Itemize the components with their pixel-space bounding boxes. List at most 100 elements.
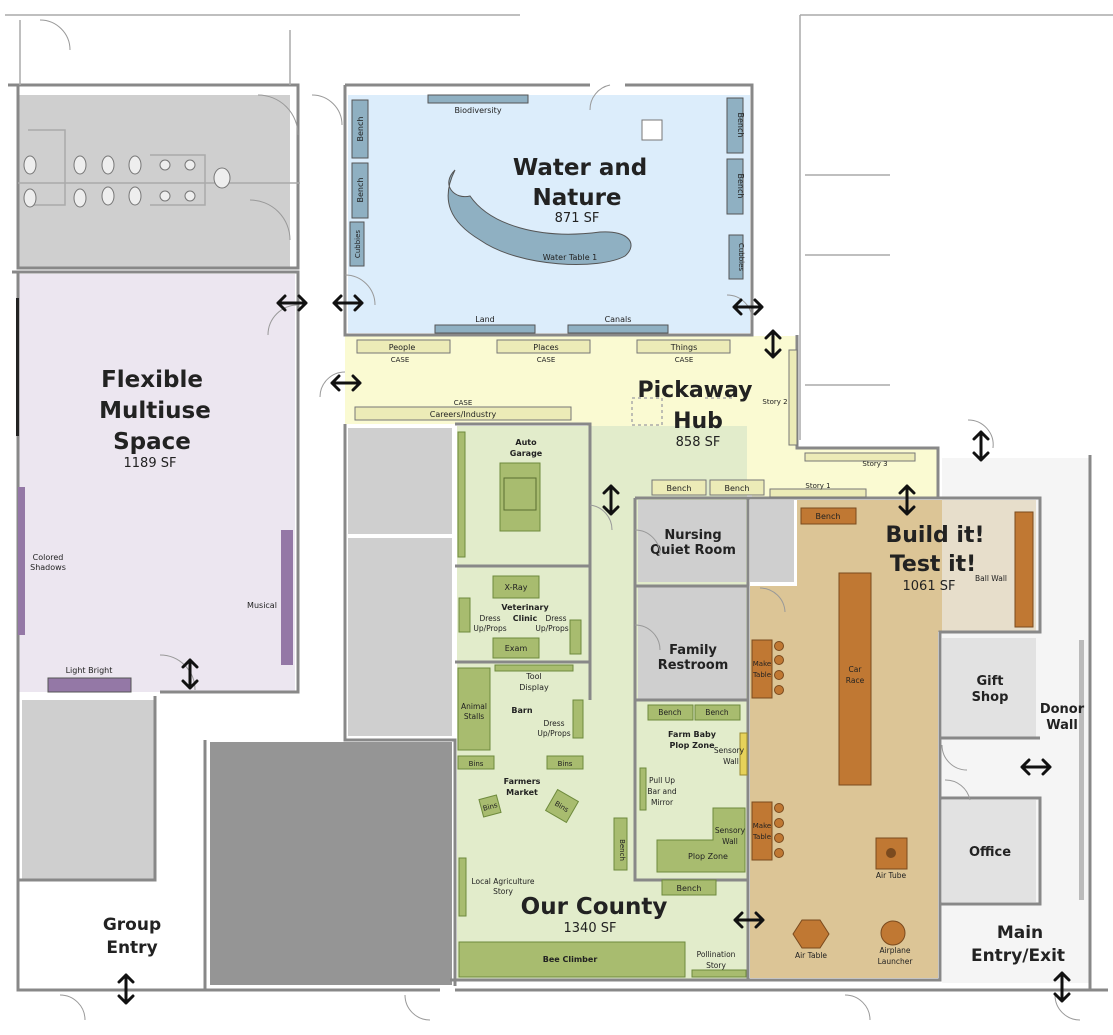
things-label: Things bbox=[670, 343, 698, 352]
tool-display-label-1: Tool bbox=[525, 672, 542, 681]
water-nature-area bbox=[348, 95, 750, 333]
colored-shadows-label-2: Shadows bbox=[30, 563, 66, 572]
dark-grey-area bbox=[210, 742, 452, 985]
careers-label: Careers/Industry bbox=[430, 410, 497, 419]
things-case-label: CASE bbox=[675, 356, 694, 364]
vet-dress-left-2: Up/Props bbox=[473, 624, 506, 633]
hub-bench-2: Bench bbox=[709, 479, 765, 496]
airplane-launcher-label-1: Airplane bbox=[879, 946, 910, 955]
light-bright-label: Light Bright bbox=[66, 666, 113, 675]
animal-stalls bbox=[457, 667, 491, 751]
animal-stalls-label-2: Stalls bbox=[464, 712, 484, 721]
svg-text:Bench: Bench bbox=[356, 117, 365, 142]
make-table-2-label-1: Make bbox=[753, 822, 771, 830]
plop-zone bbox=[656, 807, 746, 873]
careers-case-label: CASE bbox=[454, 399, 473, 407]
vet-dress-up-right bbox=[569, 619, 582, 655]
water-table-label: Water Table 1 bbox=[543, 253, 598, 262]
water-cubbies-right: Cubbies bbox=[728, 234, 745, 280]
svg-text:Bins: Bins bbox=[482, 801, 499, 813]
car-race-label-2: Race bbox=[846, 676, 865, 685]
story-2-label: Story 2 bbox=[762, 398, 787, 406]
tool-display-label-2: Display bbox=[519, 683, 549, 692]
county-bench-vertical: Bench bbox=[613, 817, 628, 871]
air-tube-label: Air Tube bbox=[876, 871, 907, 880]
gift-shop-title-2: Shop bbox=[972, 690, 1009, 705]
svg-text:Bench: Bench bbox=[725, 484, 750, 493]
restroom-area bbox=[18, 95, 290, 268]
water-bench-right-2: Bench bbox=[726, 158, 745, 215]
musical-panel bbox=[281, 530, 293, 665]
car-race-track bbox=[838, 572, 872, 786]
pollination-label-2: Story bbox=[706, 961, 726, 970]
hub-bench-1: Bench bbox=[651, 479, 707, 496]
flexible-title-1: Flexible bbox=[101, 367, 203, 393]
barn-dress-label-1: Dress bbox=[543, 719, 564, 728]
pull-up-bar bbox=[639, 767, 647, 811]
canals-label: Canals bbox=[605, 315, 632, 324]
canals-panel bbox=[567, 324, 669, 334]
exam-label: Exam bbox=[505, 644, 528, 653]
farm-baby-bench-2: Bench bbox=[694, 704, 741, 721]
sensory-wall-1-label-1: Sensory bbox=[714, 746, 745, 755]
gift-shop-title-1: Gift bbox=[977, 674, 1004, 689]
careers-case bbox=[354, 406, 572, 421]
story-2-panel bbox=[788, 349, 798, 446]
pull-up-label-2: Bar and bbox=[647, 787, 677, 796]
market-bins-small: Bins bbox=[478, 794, 502, 818]
make-table-2 bbox=[751, 801, 773, 861]
water-nature-title-1: Water and bbox=[513, 155, 647, 181]
farmers-market-label-2: Market bbox=[506, 788, 538, 797]
svg-text:Bench: Bench bbox=[677, 884, 702, 893]
water-cubbies-left: Cubbies bbox=[349, 221, 365, 267]
build-area-label: 1061 SF bbox=[903, 579, 956, 594]
ball-wall bbox=[1014, 511, 1034, 628]
pickaway-title-2: Hub bbox=[673, 409, 723, 434]
airplane-launcher-label-2: Launcher bbox=[878, 957, 914, 966]
auto-garage-label-1: Auto bbox=[515, 438, 537, 447]
people-case-label: CASE bbox=[391, 356, 410, 364]
biodiversity-panel bbox=[427, 94, 529, 104]
water-nature-title-2: Nature bbox=[532, 185, 621, 211]
svg-text:Cubbies: Cubbies bbox=[354, 230, 362, 258]
air-table bbox=[792, 919, 830, 949]
svg-text:Bench: Bench bbox=[705, 708, 729, 717]
water-bench-left-2: Bench bbox=[351, 162, 369, 219]
pull-up-label-1: Pull Up bbox=[649, 776, 675, 785]
double-arrow-icon bbox=[1020, 758, 1052, 776]
land-label: Land bbox=[475, 315, 495, 324]
double-arrow-icon bbox=[972, 430, 990, 462]
bins-right-label: Bins bbox=[558, 760, 573, 768]
group-entry-title-1: Group bbox=[103, 915, 161, 935]
bins-left-label: Bins bbox=[469, 760, 484, 768]
svg-text:Bench: Bench bbox=[667, 484, 692, 493]
build-bench: Bench bbox=[800, 507, 857, 525]
bee-climber-label: Bee Climber bbox=[543, 955, 598, 964]
light-bright-panel bbox=[47, 677, 132, 693]
things-case bbox=[636, 339, 731, 354]
local-agriculture-panel bbox=[458, 857, 467, 917]
pull-up-label-3: Mirror bbox=[651, 798, 674, 807]
office-title: Office bbox=[969, 845, 1011, 860]
xray-station bbox=[492, 575, 540, 599]
nursing-title-1: Nursing bbox=[664, 528, 721, 543]
story-3-panel bbox=[804, 452, 916, 462]
storage-grey-1 bbox=[348, 428, 452, 534]
farm-baby-label-2: Plop Zone bbox=[669, 741, 715, 750]
pollination-label-1: Pollination bbox=[697, 950, 736, 959]
flexible-title-2: Multiuse bbox=[99, 398, 211, 424]
svg-text:Cubbies: Cubbies bbox=[737, 243, 745, 271]
group-entry-title-2: Entry bbox=[106, 938, 157, 958]
our-county-title: Our County bbox=[521, 894, 668, 920]
tool-display-bar bbox=[494, 664, 574, 672]
water-nature-area-label: 871 SF bbox=[555, 211, 600, 226]
family-title-1: Family bbox=[669, 643, 717, 658]
water-table bbox=[447, 169, 632, 265]
family-restroom-area bbox=[638, 586, 746, 700]
double-arrow-icon bbox=[276, 294, 308, 312]
double-arrow-icon bbox=[330, 374, 362, 392]
vet-dress-right-1: Dress bbox=[545, 614, 566, 623]
xray-label: X-Ray bbox=[505, 583, 528, 592]
double-arrow-icon bbox=[332, 294, 364, 312]
